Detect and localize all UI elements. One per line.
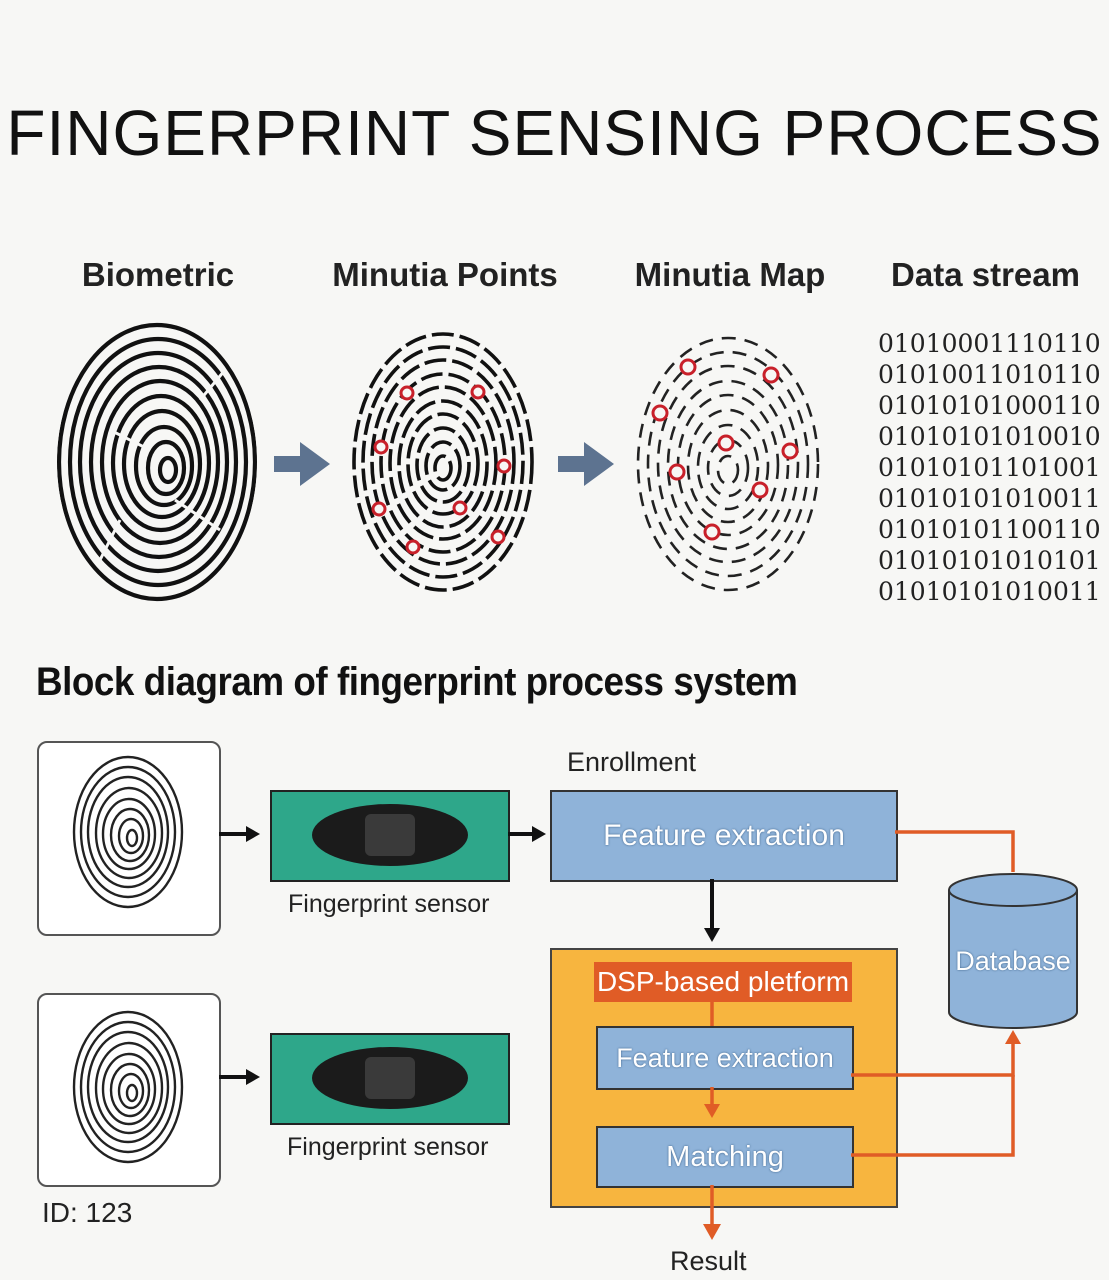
minutia-markers xyxy=(651,358,799,541)
minutia-markers xyxy=(371,384,512,555)
dsp-label: DSP-based pletform xyxy=(594,962,852,1002)
enrollment-label: Enrollment xyxy=(567,747,697,777)
fingerprint-icon xyxy=(636,336,820,592)
feature-extraction-enroll: Feature extraction xyxy=(550,790,898,882)
fingerprint-icon xyxy=(352,332,534,592)
fingerprint-sensor-bottom xyxy=(270,1033,510,1125)
fingerprint-card-enroll xyxy=(37,741,221,936)
feature-extraction-dsp: Feature extraction xyxy=(596,1026,854,1090)
block-diagram-heading: Block diagram of fingerprint process sys… xyxy=(36,660,798,704)
data-stream-line: 01010001110110 xyxy=(878,329,1101,358)
sensor-pad xyxy=(312,804,468,866)
data-stream-line: 01010011010110 xyxy=(878,360,1101,389)
data-stream-line: 01010101000110 xyxy=(878,391,1101,420)
data-stream: 01010001110110 01010011010110 0101010100… xyxy=(878,328,1101,607)
matching-box: Matching xyxy=(596,1126,854,1188)
result-label: Result xyxy=(670,1246,747,1276)
arrow-right-icon xyxy=(558,442,614,486)
data-stream-line: 01010101101001 xyxy=(878,453,1101,482)
stage-label-minutia-points: Minutia Points xyxy=(332,256,558,293)
data-stream-line: 01010101010101 xyxy=(878,546,1101,575)
data-stream-line: 01010101010011 xyxy=(878,577,1101,606)
stage-label-biometric: Biometric xyxy=(81,256,235,293)
sensor-caption-top: Fingerprint sensor xyxy=(288,890,490,918)
fingerprint-icon xyxy=(57,322,257,602)
database-label: Database xyxy=(955,946,1071,976)
stage-label-minutia-map: Minutia Map xyxy=(634,256,826,293)
page-title: FINGERPRINT SENSING PROCESS xyxy=(6,97,1103,169)
sensor-caption-bottom: Fingerprint sensor xyxy=(287,1133,489,1161)
fingerprint-icon xyxy=(72,1010,184,1164)
stage-label-data-stream: Data stream xyxy=(891,256,1080,293)
data-stream-line: 01010101010010 xyxy=(878,422,1101,451)
arrow-right-icon xyxy=(219,826,720,1085)
id-label: ID: 123 xyxy=(42,1197,133,1228)
data-stream-line: 01010101100110 xyxy=(878,515,1101,544)
orange-connectors xyxy=(710,830,1015,1226)
fingerprint-card-verify xyxy=(37,993,221,1187)
fingerprint-icon xyxy=(72,755,184,909)
sensor-pad xyxy=(312,1047,468,1109)
arrow-right-icon xyxy=(274,442,330,486)
data-stream-line: 01010101010011 xyxy=(878,484,1101,513)
